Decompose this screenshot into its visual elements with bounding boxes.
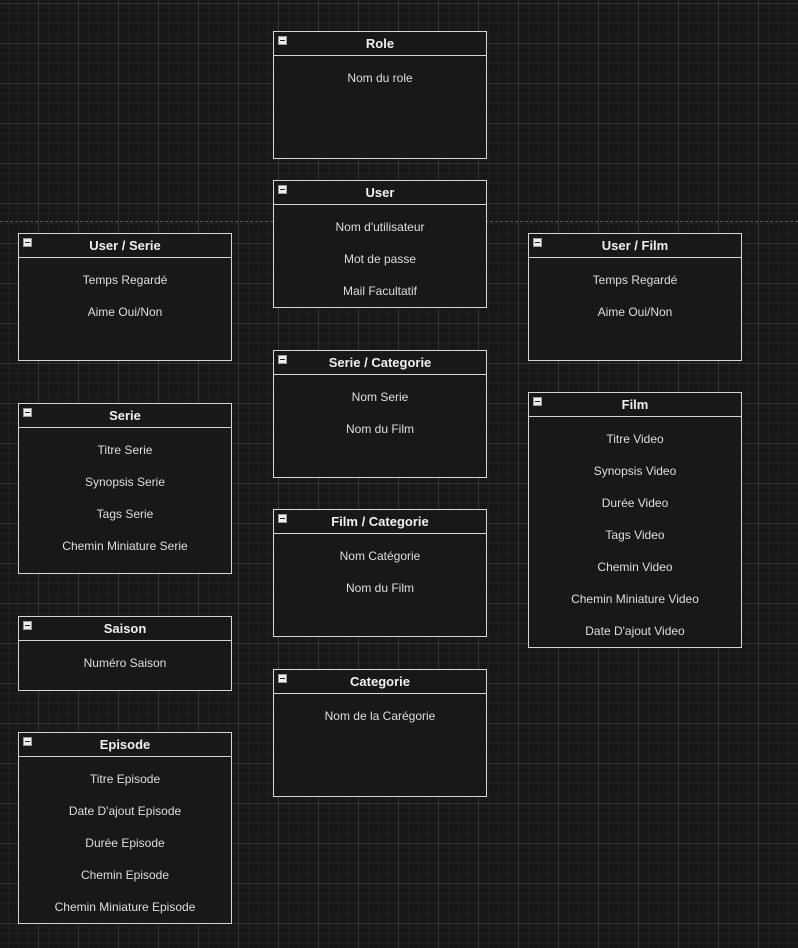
collapse-icon[interactable]: [23, 408, 32, 417]
entity-header[interactable]: Film: [529, 393, 741, 417]
attribute-row[interactable]: Titre Video: [606, 432, 664, 446]
entity-title: Role: [365, 36, 395, 51]
attribute-list: Titre Episode Date D'ajout Episode Durée…: [19, 757, 231, 923]
collapse-icon[interactable]: [278, 36, 287, 45]
collapse-icon[interactable]: [23, 737, 32, 746]
entity-title: Episode: [99, 737, 151, 752]
entity-header[interactable]: Film / Categorie: [274, 510, 486, 534]
attribute-row[interactable]: Chemin Video: [597, 560, 673, 574]
attribute-row[interactable]: Chemin Episode: [80, 868, 170, 882]
entity-film[interactable]: Film Titre Video Synopsis Video Durée Vi…: [528, 392, 742, 648]
entity-user[interactable]: User Nom d'utilisateur Mot de passe Mail…: [273, 180, 487, 308]
entity-header[interactable]: Role: [274, 32, 486, 56]
attribute-row[interactable]: Aime Oui/Non: [87, 305, 163, 319]
attribute-row[interactable]: Durée Episode: [85, 836, 165, 850]
entity-serie-categorie[interactable]: Serie / Categorie Nom Serie Nom du Film: [273, 350, 487, 478]
attribute-row[interactable]: Mot de passe: [343, 252, 417, 266]
attribute-list: Temps Regardé Aime Oui/Non: [529, 258, 741, 328]
collapse-icon[interactable]: [533, 238, 542, 247]
attribute-row[interactable]: Nom du Film: [345, 422, 414, 436]
collapse-icon[interactable]: [278, 355, 287, 364]
attribute-list: Titre Serie Synopsis Serie Tags Serie Ch…: [19, 428, 231, 562]
attribute-row[interactable]: Nom du Film: [345, 581, 414, 595]
entity-title: Serie: [109, 408, 141, 423]
entity-header[interactable]: User / Serie: [19, 234, 231, 258]
attribute-row[interactable]: Numéro Saison: [83, 656, 167, 670]
entity-header[interactable]: User: [274, 181, 486, 205]
attribute-list: Numéro Saison: [19, 641, 231, 679]
entity-film-categorie[interactable]: Film / Categorie Nom Catégorie Nom du Fi…: [273, 509, 487, 637]
entity-title: Saison: [103, 621, 147, 636]
attribute-row[interactable]: Durée Video: [601, 496, 669, 510]
collapse-icon[interactable]: [278, 674, 287, 683]
attribute-row[interactable]: Tags Serie: [96, 507, 154, 521]
attribute-row[interactable]: Nom du role: [347, 71, 413, 85]
attribute-row[interactable]: Synopsis Serie: [84, 475, 166, 489]
entity-title: Categorie: [350, 674, 410, 689]
entity-user-serie[interactable]: User / Serie Temps Regardé Aime Oui/Non: [18, 233, 232, 361]
entity-title: User: [365, 185, 395, 200]
attribute-row[interactable]: Titre Serie: [97, 443, 153, 457]
collapse-icon[interactable]: [278, 185, 287, 194]
entity-header[interactable]: Categorie: [274, 670, 486, 694]
entity-header[interactable]: Episode: [19, 733, 231, 757]
entity-title: Film: [621, 397, 649, 412]
entity-title: User / Film: [601, 238, 669, 253]
attribute-row[interactable]: Chemin Miniature Episode: [54, 900, 196, 914]
entity-title: User / Serie: [89, 238, 161, 253]
attribute-row[interactable]: Mail Facultatif: [342, 284, 418, 298]
attribute-row[interactable]: Nom Catégorie: [339, 549, 421, 563]
collapse-icon[interactable]: [533, 397, 542, 406]
attribute-row[interactable]: Titre Episode: [89, 772, 161, 786]
entity-title: Serie / Categorie: [328, 355, 432, 370]
entity-serie[interactable]: Serie Titre Serie Synopsis Serie Tags Se…: [18, 403, 232, 574]
attribute-list: Nom Serie Nom du Film: [274, 375, 486, 445]
attribute-row[interactable]: Synopsis Video: [593, 464, 677, 478]
entity-header[interactable]: Serie / Categorie: [274, 351, 486, 375]
attribute-row[interactable]: Nom Serie: [351, 390, 409, 404]
attribute-row[interactable]: Temps Regardé: [82, 273, 168, 287]
attribute-row[interactable]: Nom d'utilisateur: [335, 220, 425, 234]
attribute-list: Temps Regardé Aime Oui/Non: [19, 258, 231, 328]
attribute-row[interactable]: Nom de la Carégorie: [324, 709, 436, 723]
collapse-icon[interactable]: [278, 514, 287, 523]
attribute-list: Nom de la Carégorie: [274, 694, 486, 732]
collapse-icon[interactable]: [23, 238, 32, 247]
attribute-list: Nom Catégorie Nom du Film: [274, 534, 486, 604]
attribute-list: Nom du role: [274, 56, 486, 94]
attribute-row[interactable]: Aime Oui/Non: [597, 305, 673, 319]
entity-title: Film / Categorie: [331, 514, 429, 529]
entity-header[interactable]: Saison: [19, 617, 231, 641]
entity-role[interactable]: Role Nom du role: [273, 31, 487, 159]
attribute-row[interactable]: Tags Video: [605, 528, 665, 542]
attribute-list: Titre Video Synopsis Video Durée Video T…: [529, 417, 741, 647]
attribute-row[interactable]: Chemin Miniature Video: [571, 592, 699, 606]
attribute-row[interactable]: Date D'ajout Video: [585, 624, 685, 638]
entity-categorie[interactable]: Categorie Nom de la Carégorie: [273, 669, 487, 797]
attribute-row[interactable]: Chemin Miniature Serie: [62, 539, 188, 553]
entity-saison[interactable]: Saison Numéro Saison: [18, 616, 232, 691]
entity-header[interactable]: User / Film: [529, 234, 741, 258]
attribute-row[interactable]: Date D'ajout Episode: [68, 804, 182, 818]
entity-user-film[interactable]: User / Film Temps Regardé Aime Oui/Non: [528, 233, 742, 361]
attribute-row[interactable]: Temps Regardé: [592, 273, 678, 287]
collapse-icon[interactable]: [23, 621, 32, 630]
entity-episode[interactable]: Episode Titre Episode Date D'ajout Episo…: [18, 732, 232, 924]
entity-header[interactable]: Serie: [19, 404, 231, 428]
attribute-list: Nom d'utilisateur Mot de passe Mail Facu…: [274, 205, 486, 307]
